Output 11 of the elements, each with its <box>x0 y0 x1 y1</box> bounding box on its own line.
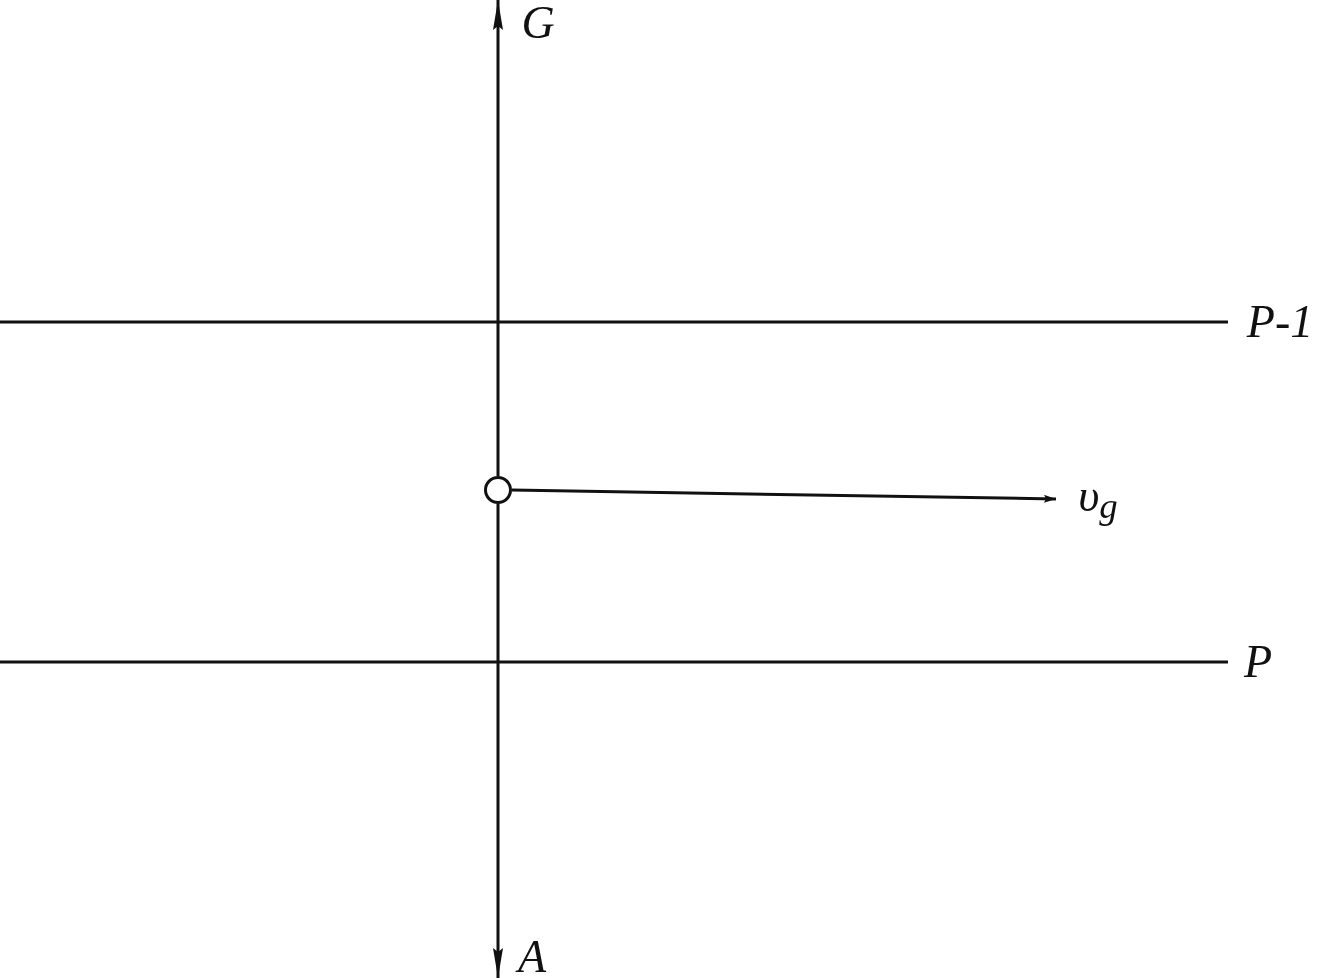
line <box>0 660 1228 664</box>
axis-label: A <box>517 934 547 978</box>
axis-label: υ$_{g}$ <box>1078 472 1118 526</box>
circle-marker <box>484 476 512 504</box>
axis-label: P <box>1243 639 1273 685</box>
arrow <box>511 488 1057 503</box>
arrow <box>493 0 503 476</box>
arrow <box>493 504 503 978</box>
axis-label: P-1 <box>1246 299 1314 345</box>
line <box>0 320 1228 324</box>
axis-label: G <box>521 0 555 46</box>
